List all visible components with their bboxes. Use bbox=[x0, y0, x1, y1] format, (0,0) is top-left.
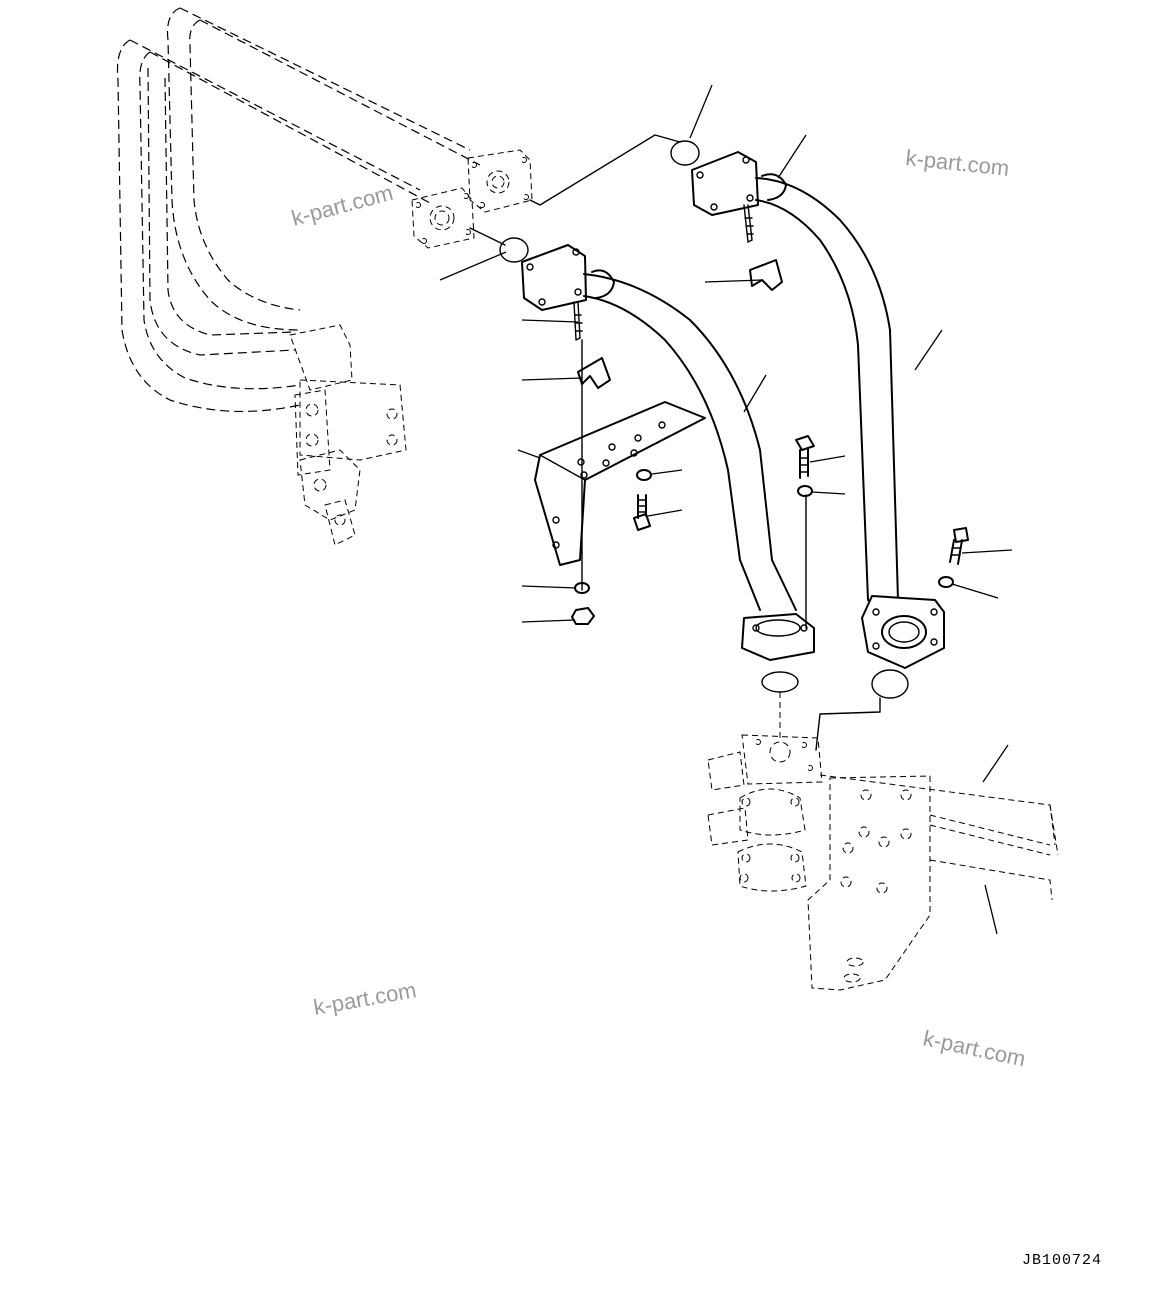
connection-line-upper bbox=[529, 134, 681, 206]
o-ring-flange-center bbox=[761, 671, 799, 693]
o-ring-flange-right bbox=[871, 669, 909, 699]
o-ring-upper bbox=[670, 140, 700, 166]
tube-center bbox=[521, 244, 815, 661]
washer-right bbox=[938, 576, 954, 588]
bracket bbox=[534, 401, 706, 566]
bolt-middle bbox=[795, 435, 815, 479]
drawing-code: JB100724 bbox=[1022, 1252, 1102, 1269]
nut bbox=[571, 607, 595, 625]
clamp-half-center bbox=[577, 357, 611, 389]
watermark-3: k-part.com bbox=[312, 977, 419, 1020]
ghost-flange-lower bbox=[411, 187, 475, 249]
ghost-pipe-assembly bbox=[116, 7, 481, 413]
bolt-left bbox=[633, 494, 651, 531]
o-ring-lower bbox=[499, 237, 529, 263]
ghost-flange-upper bbox=[467, 149, 533, 213]
tube-right bbox=[691, 151, 945, 669]
leader-lines bbox=[439, 84, 1013, 935]
watermark-4: k-part.com bbox=[921, 1025, 1028, 1071]
connection-line-lower bbox=[469, 227, 506, 246]
watermark-1: k-part.com bbox=[289, 180, 396, 231]
ghost-valve-block-left bbox=[289, 324, 407, 546]
washer-left bbox=[636, 469, 652, 481]
washer-middle bbox=[797, 485, 813, 497]
watermark-2: k-part.com bbox=[904, 145, 1010, 181]
bolt-right bbox=[949, 527, 969, 565]
centerline-right-port bbox=[815, 697, 881, 751]
clamp-half-right bbox=[749, 259, 783, 291]
ghost-valve-block-lower bbox=[707, 734, 1059, 991]
